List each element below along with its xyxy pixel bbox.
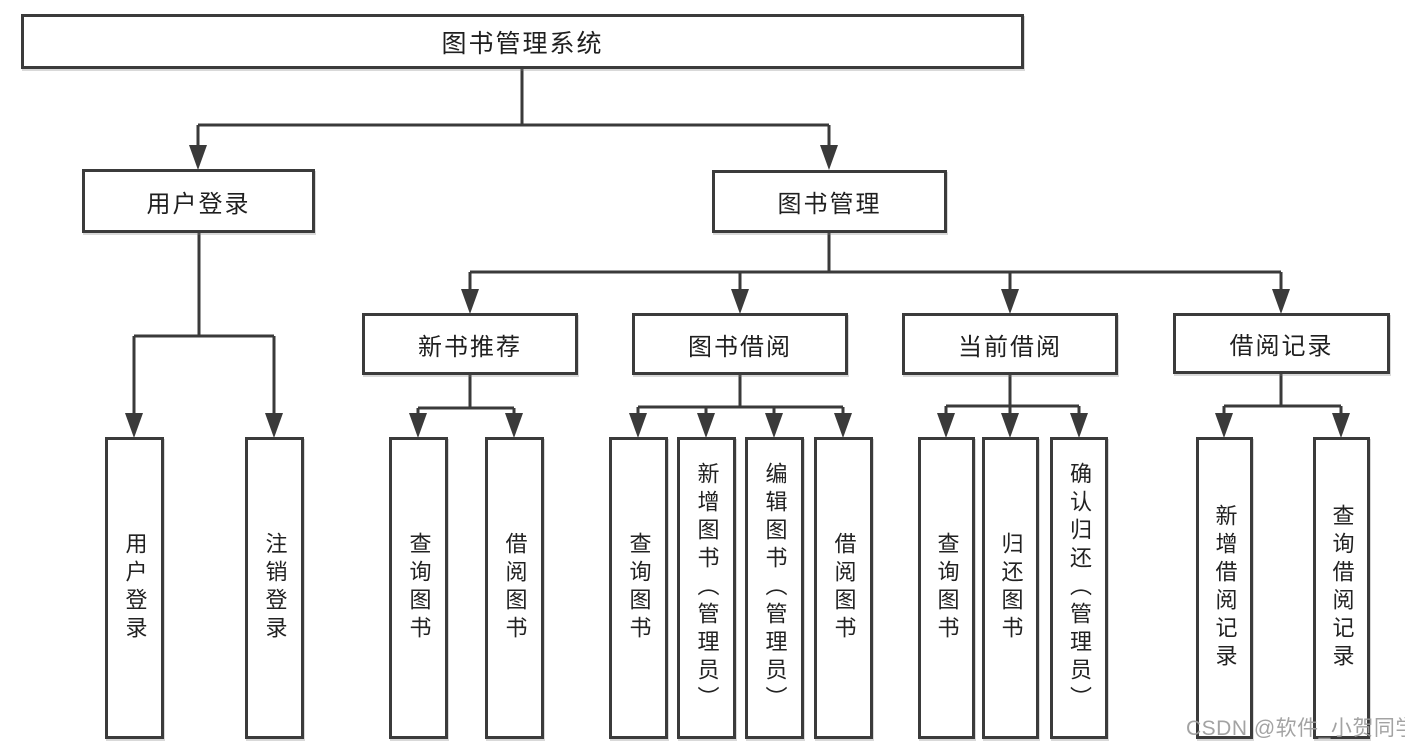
node-label: 查询图书 bbox=[934, 532, 960, 644]
node-user-login-branch: 用户登录 bbox=[82, 169, 315, 233]
node-leaf-user-login: 用户登录 bbox=[105, 437, 164, 739]
node-leaf-query-books-3: 查询图书 bbox=[918, 437, 975, 739]
connector-book-management bbox=[461, 232, 1290, 314]
node-label: 用户登录 bbox=[122, 532, 148, 644]
node-leaf-query-books-2: 查询图书 bbox=[609, 437, 668, 739]
node-book-borrow: 图书借阅 bbox=[632, 313, 848, 375]
node-current-borrow: 当前借阅 bbox=[902, 313, 1118, 375]
node-label: 注销登录 bbox=[262, 532, 288, 644]
node-label: 编辑图书（管理员） bbox=[762, 462, 788, 714]
node-label: 借阅图书 bbox=[502, 532, 528, 644]
node-leaf-logout: 注销登录 bbox=[245, 437, 304, 739]
node-label: 借阅记录 bbox=[1229, 333, 1334, 360]
node-leaf-edit-book-admin: 编辑图书（管理员） bbox=[745, 437, 804, 739]
node-leaf-query-books-1: 查询图书 bbox=[389, 437, 448, 739]
node-label: 借阅图书 bbox=[831, 532, 857, 644]
node-borrow-record: 借阅记录 bbox=[1173, 313, 1390, 374]
node-label: 图书管理 bbox=[777, 191, 882, 218]
node-leaf-borrow-books-2: 借阅图书 bbox=[814, 437, 873, 739]
node-label: 当前借阅 bbox=[958, 333, 1062, 361]
node-label: 查询借阅记录 bbox=[1329, 504, 1355, 672]
node-label: 归还图书 bbox=[998, 532, 1024, 644]
connector-book-borrow bbox=[629, 375, 852, 438]
node-book-management-branch: 图书管理 bbox=[712, 170, 947, 233]
connector-new-book bbox=[409, 375, 523, 438]
node-leaf-confirm-return-admin: 确认归还（管理员） bbox=[1050, 437, 1108, 739]
node-label: 新书推荐 bbox=[418, 333, 522, 361]
node-label: 查询图书 bbox=[626, 532, 652, 644]
node-label: 图书管理系统 bbox=[441, 29, 604, 58]
connector-current-borrow bbox=[937, 375, 1088, 438]
node-new-book-recommend: 新书推荐 bbox=[362, 313, 578, 375]
node-leaf-return-book: 归还图书 bbox=[982, 437, 1039, 739]
csdn-watermark: CSDN @软件_小贺同学 bbox=[1186, 717, 1405, 740]
connector-root bbox=[189, 69, 838, 170]
node-label: 用户登录 bbox=[146, 190, 251, 218]
node-leaf-add-book-admin: 新增图书（管理员） bbox=[677, 437, 736, 739]
node-leaf-query-borrow-record: 查询借阅记录 bbox=[1313, 437, 1370, 739]
node-label: 新增图书（管理员） bbox=[694, 462, 720, 714]
node-leaf-add-borrow-record: 新增借阅记录 bbox=[1196, 437, 1253, 739]
node-label: 查询图书 bbox=[406, 532, 432, 644]
node-leaf-borrow-books-1: 借阅图书 bbox=[485, 437, 544, 739]
node-library-management-system: 图书管理系统 bbox=[21, 14, 1024, 69]
node-label: 图书借阅 bbox=[688, 333, 792, 361]
connector-user-login bbox=[125, 232, 283, 438]
node-label: 新增借阅记录 bbox=[1212, 504, 1238, 672]
connector-borrow-record bbox=[1215, 374, 1350, 438]
node-label: 确认归还（管理员） bbox=[1067, 462, 1092, 714]
